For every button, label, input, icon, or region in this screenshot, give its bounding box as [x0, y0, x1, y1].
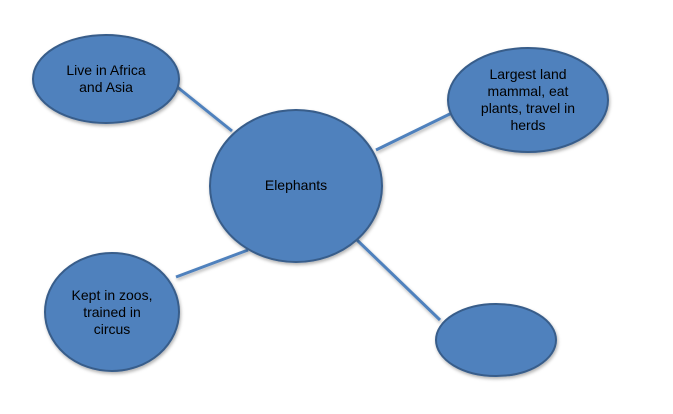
- node-bottom-left[interactable]: [44, 252, 180, 372]
- node-bottom-left-label: Kept in zoos, trained in circus: [71, 286, 153, 337]
- node-bottom-right-label: [446, 320, 546, 360]
- connector-top-right: [375, 108, 459, 152]
- node-top-left-label: Live in Africa and Asia: [66, 62, 146, 95]
- connector-bottom-right: [355, 238, 442, 322]
- connector-bottom-left: [175, 248, 249, 279]
- node-top-right[interactable]: [447, 47, 609, 153]
- node-bottom-right[interactable]: [435, 303, 557, 377]
- node-top-right-label: Largest land mammal, eat plants, travel …: [480, 66, 576, 133]
- connector-top-left: [175, 84, 233, 133]
- node-center-label: Elephants: [264, 176, 328, 193]
- node-top-left[interactable]: [32, 34, 180, 124]
- node-center[interactable]: [209, 109, 383, 263]
